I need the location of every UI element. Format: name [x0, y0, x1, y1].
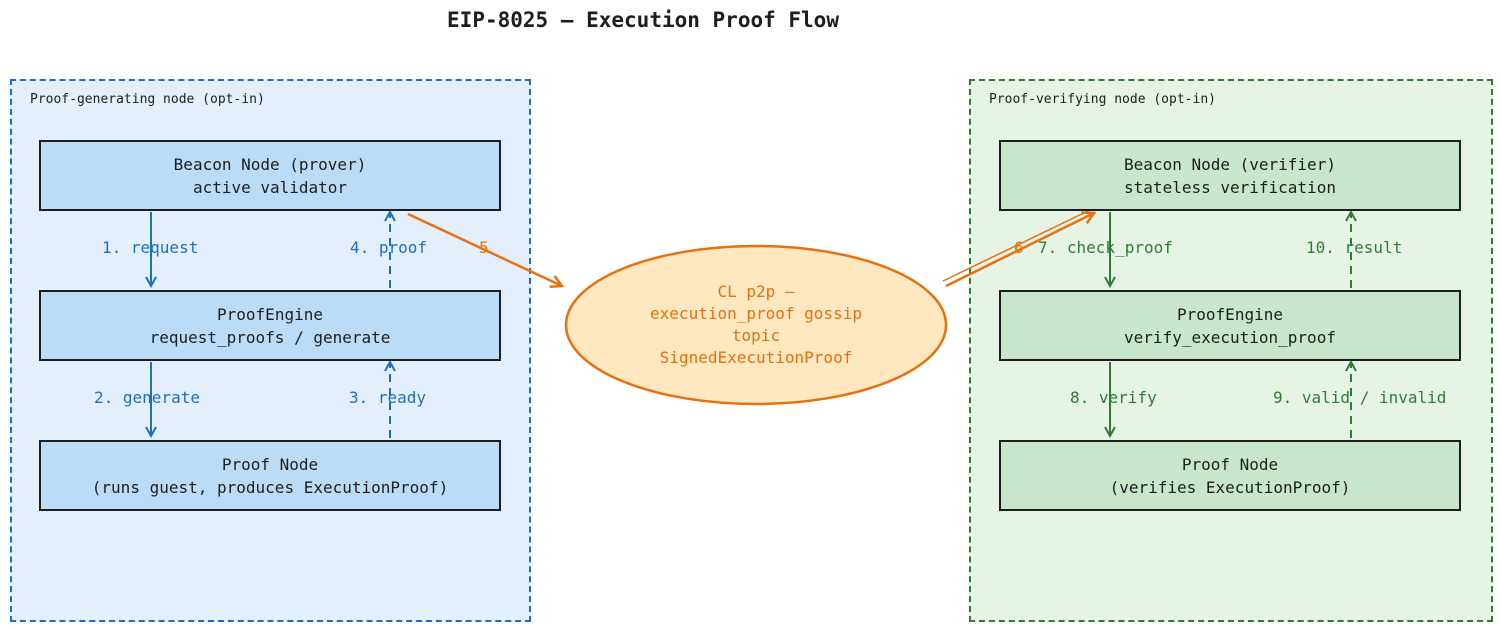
edge-label-verify: 8. verify — [1070, 388, 1157, 407]
verifier-proof-node-title: Proof Node — [1181, 454, 1279, 474]
gossip-line-1: CL p2p — — [717, 282, 795, 301]
gossip-line-2: execution_proof gossip — [650, 304, 862, 323]
gossip-topic-ellipse — [564, 244, 948, 406]
verifier-beacon-node: Beacon Node (verifier) stateless verific… — [999, 140, 1461, 211]
verifier-region-label: Proof-verifying node (opt-in) — [989, 92, 1216, 107]
edge-label-publish: 5 — [479, 238, 489, 257]
verifier-beacon-node-title: Beacon Node (verifier) — [1124, 154, 1336, 174]
edge-label-ready: 3. ready — [349, 388, 427, 407]
diagram-title: EIP-8025 — Execution Proof Flow — [447, 8, 839, 32]
prover-region-label: Proof-generating node (opt-in) — [30, 92, 265, 107]
gossip-line-3: topic — [731, 326, 781, 345]
edge-label-generate: 2. generate — [94, 388, 200, 407]
edge-publish — [407, 212, 562, 286]
verifier-beacon-node-subtitle: stateless verification — [1124, 177, 1336, 197]
gossip-topic: CL p2p — execution_proof gossip topic Si… — [565, 244, 947, 406]
prover-beacon-node-title: Beacon Node (prover) — [173, 154, 367, 174]
edge-label-check-proof: 7. check_proof — [1038, 238, 1173, 257]
gossip-line-4: SignedExecutionProof — [659, 348, 853, 367]
prover-proof-node-title: Proof Node — [221, 454, 319, 474]
edge-label-deliver: 6 — [1014, 238, 1024, 257]
edge-label-proof: 4. proof — [350, 238, 428, 257]
edge-label-request: 1. request — [102, 238, 199, 257]
verifier-proof-node-subtitle: (verifies ExecutionProof) — [1109, 477, 1351, 497]
verifier-proof-engine: ProofEngine verify_execution_proof — [999, 290, 1461, 361]
prover-beacon-node-subtitle: active validator — [192, 177, 348, 197]
prover-beacon-node: Beacon Node (prover) active validator — [39, 140, 501, 211]
edge-deliver — [945, 213, 1094, 288]
verifier-proof-engine-subtitle: verify_execution_proof — [1124, 327, 1336, 347]
prover-proof-node-subtitle: (runs guest, produces ExecutionProof) — [91, 477, 449, 497]
verifier-proof-engine-title: ProofEngine — [1177, 304, 1283, 324]
prover-proof-engine: ProofEngine request_proofs / generate — [39, 290, 501, 361]
edge-deliver-stroke2 — [942, 209, 1091, 282]
edge-label-valid-invalid: 9. valid / invalid — [1273, 388, 1447, 407]
prover-proof-engine-title: ProofEngine — [217, 304, 323, 324]
edge-label-result: 10. result — [1306, 238, 1403, 257]
verifier-proof-node: Proof Node (verifies ExecutionProof) — [999, 440, 1461, 511]
prover-proof-node: Proof Node (runs guest, produces Executi… — [39, 440, 501, 511]
prover-proof-engine-subtitle: request_proofs / generate — [149, 327, 391, 347]
